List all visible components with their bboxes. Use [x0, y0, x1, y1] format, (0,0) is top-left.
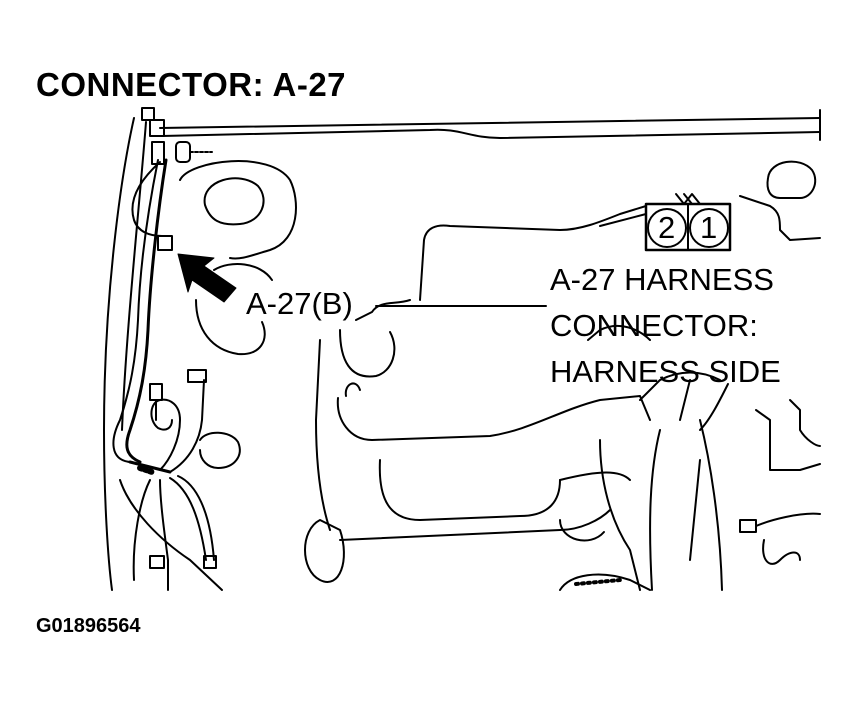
- engine-components: [179, 160, 821, 591]
- diagram-title: CONNECTOR: A-27: [36, 66, 347, 103]
- callout-label-a27b: A-27(B): [246, 286, 353, 321]
- figure-code: G01896564: [36, 615, 141, 637]
- body-panel-outline: [103, 109, 821, 591]
- harness-label-line-1: A-27 HARNESS: [550, 262, 774, 297]
- connector-face-symbol: [644, 193, 732, 252]
- top-connector: [141, 107, 213, 165]
- side-connector: [739, 512, 821, 533]
- leader-lines: [375, 213, 647, 307]
- wiring-harness: [112, 158, 223, 591]
- connector-pin-1-label: 1: [700, 210, 718, 245]
- harness-label-line-3: HARNESS SIDE: [550, 354, 781, 389]
- harness-label-line-2: CONNECTOR:: [550, 308, 758, 343]
- connector-pin-2-label: 2: [658, 210, 676, 245]
- bottom-cable: [559, 573, 651, 591]
- pointer-arrow-icon: [177, 253, 237, 303]
